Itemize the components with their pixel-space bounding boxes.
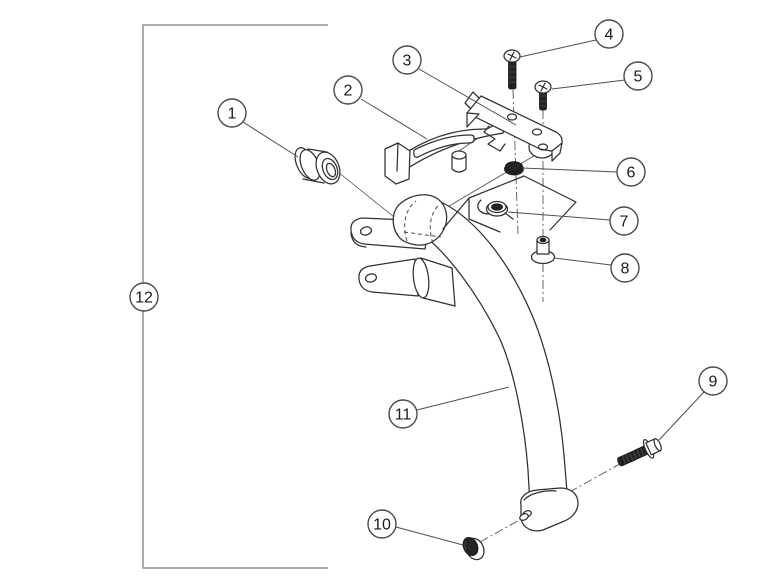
callout-balloon xyxy=(616,157,646,187)
callout-10: 10 xyxy=(367,509,464,546)
callout-12: 12 xyxy=(129,282,159,312)
callout-leader xyxy=(551,79,626,90)
callout-2: 2 xyxy=(333,75,428,140)
callout-balloon xyxy=(388,399,418,429)
retainer-pin xyxy=(504,212,514,220)
callout-leader xyxy=(418,68,517,126)
callout-number: 2 xyxy=(344,83,353,100)
plate-bent-tab xyxy=(483,125,506,152)
clamp-boss-cylinder xyxy=(451,150,467,173)
callout-number: 10 xyxy=(373,517,391,534)
callout-leader xyxy=(519,39,597,58)
callout-leader xyxy=(395,526,464,546)
callout-4: 4 xyxy=(519,19,624,58)
callout-5: 5 xyxy=(551,61,653,91)
callout-8: 8 xyxy=(553,253,640,283)
retainer-wire-clip xyxy=(477,199,490,215)
callout-balloon xyxy=(698,366,728,396)
callout-11: 11 xyxy=(388,386,510,429)
part-11-fork-tube xyxy=(416,202,568,506)
callout-balloon xyxy=(392,45,422,75)
fork-bottom-collar xyxy=(519,487,579,532)
clamp-slot xyxy=(413,134,475,158)
part-7-retainer-clip-nut xyxy=(477,199,514,220)
callout-leader xyxy=(360,98,428,140)
part-4-long-screw xyxy=(503,49,521,90)
callout-balloon xyxy=(333,75,363,105)
callout-number: 7 xyxy=(620,214,629,231)
callout-balloon xyxy=(594,19,624,49)
part-6-nut xyxy=(504,161,524,176)
collar-slot-boss xyxy=(519,510,532,521)
callout-number: 4 xyxy=(605,27,614,44)
callout-balloon xyxy=(609,206,639,236)
callout-leader xyxy=(658,391,705,441)
callout-number: 5 xyxy=(634,69,643,86)
callout-balloon xyxy=(623,61,653,91)
part-2-clamp xyxy=(384,91,506,185)
callout-leader xyxy=(507,211,611,221)
part-10-cap-nut xyxy=(462,536,485,561)
callout-number: 11 xyxy=(395,407,412,424)
callout-number: 9 xyxy=(709,374,718,391)
callout-balloon xyxy=(610,253,640,283)
callout-1: 1 xyxy=(217,98,299,158)
callout-leader xyxy=(242,121,299,158)
part-9-bolt xyxy=(617,438,662,467)
part-3-bracket-plate xyxy=(466,95,563,162)
fork-saddle xyxy=(392,194,448,246)
callout-number: 1 xyxy=(228,106,237,123)
callout-number: 6 xyxy=(627,165,636,182)
lower-fork-arm xyxy=(358,258,419,297)
plug-axis-line xyxy=(337,171,400,222)
callout-leader xyxy=(521,167,618,173)
callout-leader xyxy=(553,257,612,266)
callout-number: 3 xyxy=(403,53,412,70)
mounting-plate xyxy=(442,175,577,233)
callout-7: 7 xyxy=(507,206,639,236)
callout-balloon xyxy=(367,509,397,539)
callout-number: 8 xyxy=(621,261,630,278)
callout-6: 6 xyxy=(521,157,646,187)
callout-balloon xyxy=(217,98,247,128)
part-8-spacer xyxy=(530,235,556,265)
part-1-plug xyxy=(294,147,341,185)
callout-leader xyxy=(416,386,510,411)
part-5-short-screw xyxy=(534,80,552,111)
callout-balloon xyxy=(129,282,159,312)
callout-3: 3 xyxy=(392,45,517,126)
callout-number: 12 xyxy=(135,290,153,307)
callout-9: 9 xyxy=(658,366,728,441)
